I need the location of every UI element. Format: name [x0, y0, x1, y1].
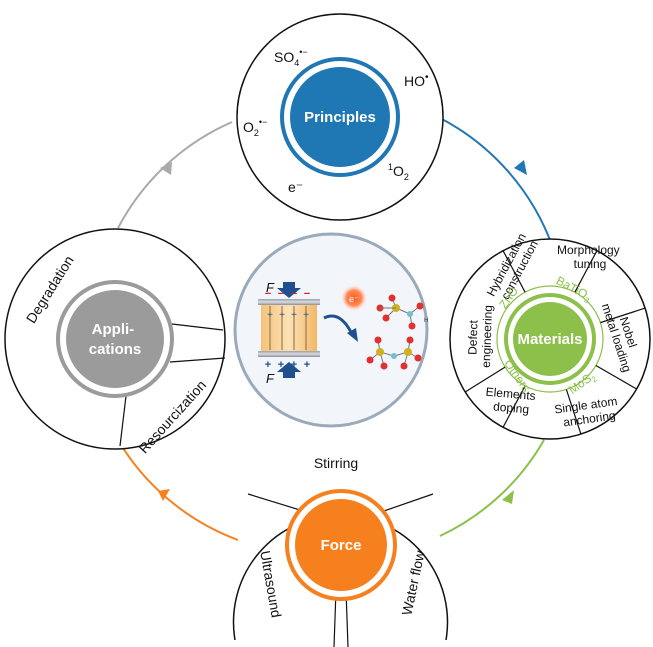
force-node: Force Stirring Ultrasound Water flow — [232, 455, 449, 647]
crystal-bottom-plate — [258, 351, 320, 357]
svg-text:+: + — [265, 359, 271, 371]
svg-text:+: + — [278, 359, 284, 371]
applications-divider-2 — [169, 357, 226, 363]
applications-divider-3 — [119, 395, 127, 447]
svg-text:+: + — [291, 359, 297, 371]
force-hub-label: Force — [321, 537, 362, 554]
materials-divider-3 — [600, 307, 646, 324]
force-label-top: F — [266, 280, 275, 295]
internal-charges: + + + + — [267, 310, 309, 321]
force-divider-top-left — [247, 493, 301, 511]
sulfate-radical: SO4•− — [274, 47, 308, 68]
svg-text:+: + — [303, 310, 309, 321]
arrow-head-orange — [158, 489, 170, 501]
force-divider-top-right — [380, 493, 434, 513]
svg-text:+: + — [304, 359, 310, 371]
surface-charges-top: − − − − — [265, 288, 310, 300]
applications-divider-1 — [171, 323, 224, 331]
reaction-arrow — [323, 314, 354, 335]
arrow-head-green — [502, 490, 514, 504]
force-arrow-top — [277, 282, 301, 298]
materials-divider-2 — [574, 250, 598, 293]
surface-charges-bottom: + + + + — [265, 359, 310, 371]
segment-morphology: Morphology tuning — [557, 243, 623, 271]
svg-text:−: − — [278, 288, 284, 300]
superoxide-radical: O2•− — [243, 117, 267, 138]
materials-hub-label: Materials — [517, 331, 582, 348]
force-arrow-bottom — [277, 362, 301, 378]
materials-node: Materials Hybridization construction Mor… — [449, 231, 651, 440]
singlet-oxygen: 1O2 — [388, 162, 409, 182]
applications-node: Appli- cations Degradation Resourcizatio… — [4, 228, 226, 456]
electron-glow — [341, 285, 367, 311]
materials-divider-1 — [502, 250, 526, 293]
materials-segment-dividers — [464, 250, 646, 435]
molecule-bottom — [366, 336, 422, 370]
materials-divider-6 — [565, 389, 582, 435]
force-label-bottom: F — [266, 371, 275, 386]
svg-text:+: + — [291, 310, 297, 321]
force-stirring: Stirring — [314, 455, 358, 471]
molecule-top — [376, 294, 424, 330]
applications-hub-label: Appli- cations — [89, 321, 142, 358]
svg-text:−: − — [265, 288, 271, 300]
electron-species: e⁻ — [288, 179, 303, 195]
arrow-head-gray — [160, 162, 172, 175]
hydroxyl-radical: HO• — [404, 72, 429, 89]
arrow-force-to-applications — [117, 439, 239, 541]
segment-elements: Elements doping — [484, 385, 540, 418]
crystal-top-plate — [258, 299, 320, 305]
center-illustration: F F − − − − + + + + + + + + — [233, 232, 429, 428]
segment-defect: Defect engineering — [465, 304, 495, 368]
materials-divider-5 — [502, 385, 526, 428]
principles-hub-label: Principles — [304, 109, 376, 126]
arrow-applications-to-principles — [117, 121, 233, 229]
reaction-arrow-head — [347, 328, 358, 342]
svg-text:+: + — [267, 310, 273, 321]
hydrogen-label: H — [424, 318, 428, 324]
materials-divider-7 — [595, 364, 637, 390]
arrow-materials-to-force — [439, 439, 545, 537]
materials-divider-4 — [464, 366, 506, 393]
svg-text:−: − — [291, 288, 297, 300]
principles-node: Principles SO4•− HO• O2•− 1O2 e⁻ — [236, 13, 444, 221]
arrow-head-blue — [514, 160, 527, 175]
arrow-principles-to-materials — [439, 117, 554, 249]
svg-text:−: − — [304, 288, 310, 300]
crystal-dipoles — [269, 306, 307, 350]
svg-text:+: + — [279, 310, 285, 321]
electron-symbol: e⁻ — [349, 294, 359, 304]
